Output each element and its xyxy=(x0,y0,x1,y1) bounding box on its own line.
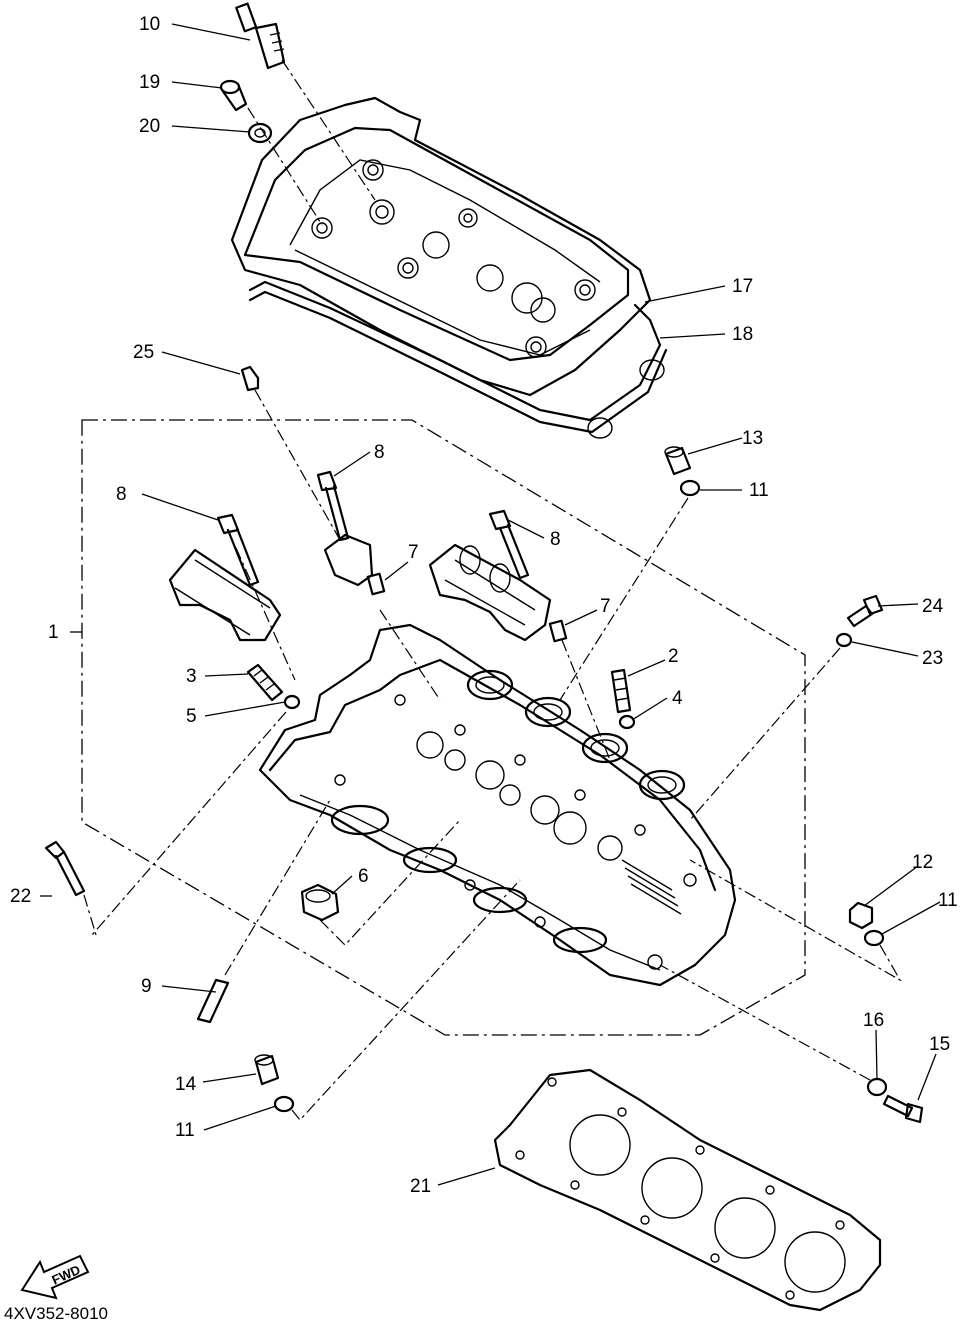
callout-3: 3 xyxy=(186,666,197,687)
cap-nut-6 xyxy=(300,883,340,922)
washer-11-top xyxy=(679,479,701,497)
o-ring-4 xyxy=(618,714,636,730)
callout-2: 2 xyxy=(668,646,679,667)
callout-7b: 7 xyxy=(600,596,611,617)
camshaft-assembly xyxy=(428,543,552,642)
callout-6: 6 xyxy=(358,866,369,887)
drawing-code: 4XV352-8010 xyxy=(4,1304,108,1323)
washer-11-right xyxy=(863,929,885,947)
callout-25: 25 xyxy=(133,342,154,363)
callout-19: 19 xyxy=(139,72,160,93)
cover-bolt xyxy=(219,79,248,112)
plug-12 xyxy=(848,901,874,930)
callout-14-text: 14 xyxy=(175,1074,197,1095)
stud-bolt-9 xyxy=(196,978,230,1024)
cap-bolt-center xyxy=(316,470,350,542)
washer-11-bottom xyxy=(273,1095,295,1113)
assembly-boundary-dashed xyxy=(81,419,806,1036)
callout-16: 16 xyxy=(863,1010,884,1031)
callout-22: 22 xyxy=(10,886,31,907)
cover-gasket xyxy=(248,280,668,439)
cap-bolt-left xyxy=(216,513,260,587)
callout-8c: 8 xyxy=(550,529,561,550)
callout-23: 23 xyxy=(922,648,943,669)
cylinder-head-gasket xyxy=(493,1068,882,1312)
callout-labels: 10 19 20 17 18 25 8 13 11 8 8 7 7 24 1 2… xyxy=(10,14,958,1197)
cap-bolt-right xyxy=(488,509,530,580)
callout-12: 12 xyxy=(912,852,933,873)
callout-10: 10 xyxy=(139,14,160,35)
callout-15: 15 xyxy=(929,1034,950,1055)
callout-9: 9 xyxy=(141,976,152,997)
plug-2 xyxy=(610,668,632,714)
gasket-23 xyxy=(835,632,853,648)
callout-11a: 11 xyxy=(749,480,769,501)
head-bolt-22 xyxy=(44,840,86,897)
dowel-pin xyxy=(240,365,260,392)
cap-13 xyxy=(664,446,692,476)
callout-17: 17 xyxy=(732,276,753,297)
leader-lines xyxy=(40,23,941,1186)
callout-21: 21 xyxy=(410,1176,431,1197)
callout-8a: 8 xyxy=(374,442,385,463)
stud-bolt-3 xyxy=(246,663,284,702)
callout-7a: 7 xyxy=(408,542,419,563)
callout-5: 5 xyxy=(186,706,197,727)
fwd-label: FWD xyxy=(49,1262,82,1288)
alignment-lines xyxy=(83,59,902,1121)
dowel-7a xyxy=(366,572,386,596)
forward-arrow-icon: FWD xyxy=(20,1254,90,1300)
callout-1: 1 xyxy=(48,622,59,643)
spark-plug xyxy=(235,2,286,70)
cylinder-head-cover xyxy=(230,96,652,397)
callout-4: 4 xyxy=(672,688,683,709)
union-bolt-24 xyxy=(846,594,884,628)
washer-16 xyxy=(866,1077,888,1097)
callout-24: 24 xyxy=(922,596,944,617)
callout-18: 18 xyxy=(732,324,753,345)
callout-13: 13 xyxy=(742,428,763,449)
callout-8b: 8 xyxy=(116,484,127,505)
callout-11c: 11 xyxy=(938,890,958,911)
camshaft-cap-left xyxy=(168,548,282,642)
dowel-7b xyxy=(548,619,568,643)
gasket-5 xyxy=(283,694,301,710)
cover-washer xyxy=(247,122,273,144)
cylinder-head xyxy=(258,623,737,987)
callout-11-bottom-text: 11 xyxy=(175,1120,195,1141)
camshaft-cap-center xyxy=(323,533,374,587)
cap-14 xyxy=(254,1054,280,1086)
callout-20: 20 xyxy=(139,116,160,137)
bolt-15 xyxy=(882,1094,924,1124)
